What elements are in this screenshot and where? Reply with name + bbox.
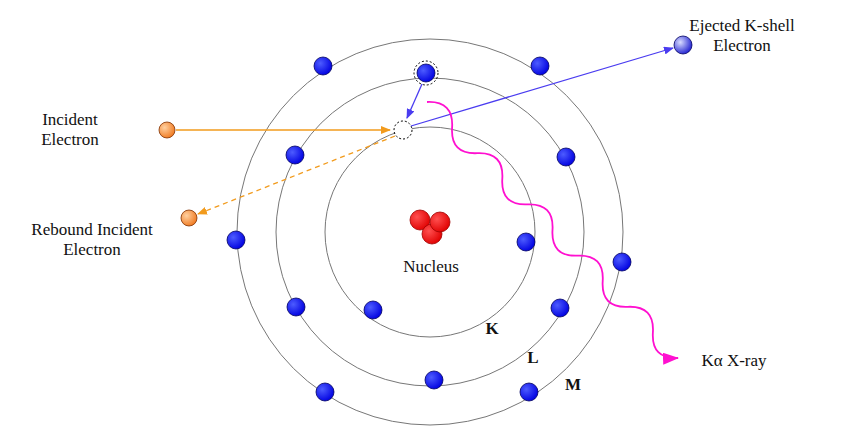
xray-label: Kα X-ray: [701, 351, 766, 371]
shell-label: M: [565, 375, 581, 395]
particle-label: Incident Electron: [25, 110, 115, 151]
shell-label: L: [527, 348, 538, 368]
nucleus-label: Nucleus: [403, 257, 459, 277]
shell-label: K: [485, 319, 498, 339]
particle-label: Rebound Incident Electron: [17, 220, 167, 261]
particle-label: Ejected K-shell Electron: [680, 16, 805, 57]
